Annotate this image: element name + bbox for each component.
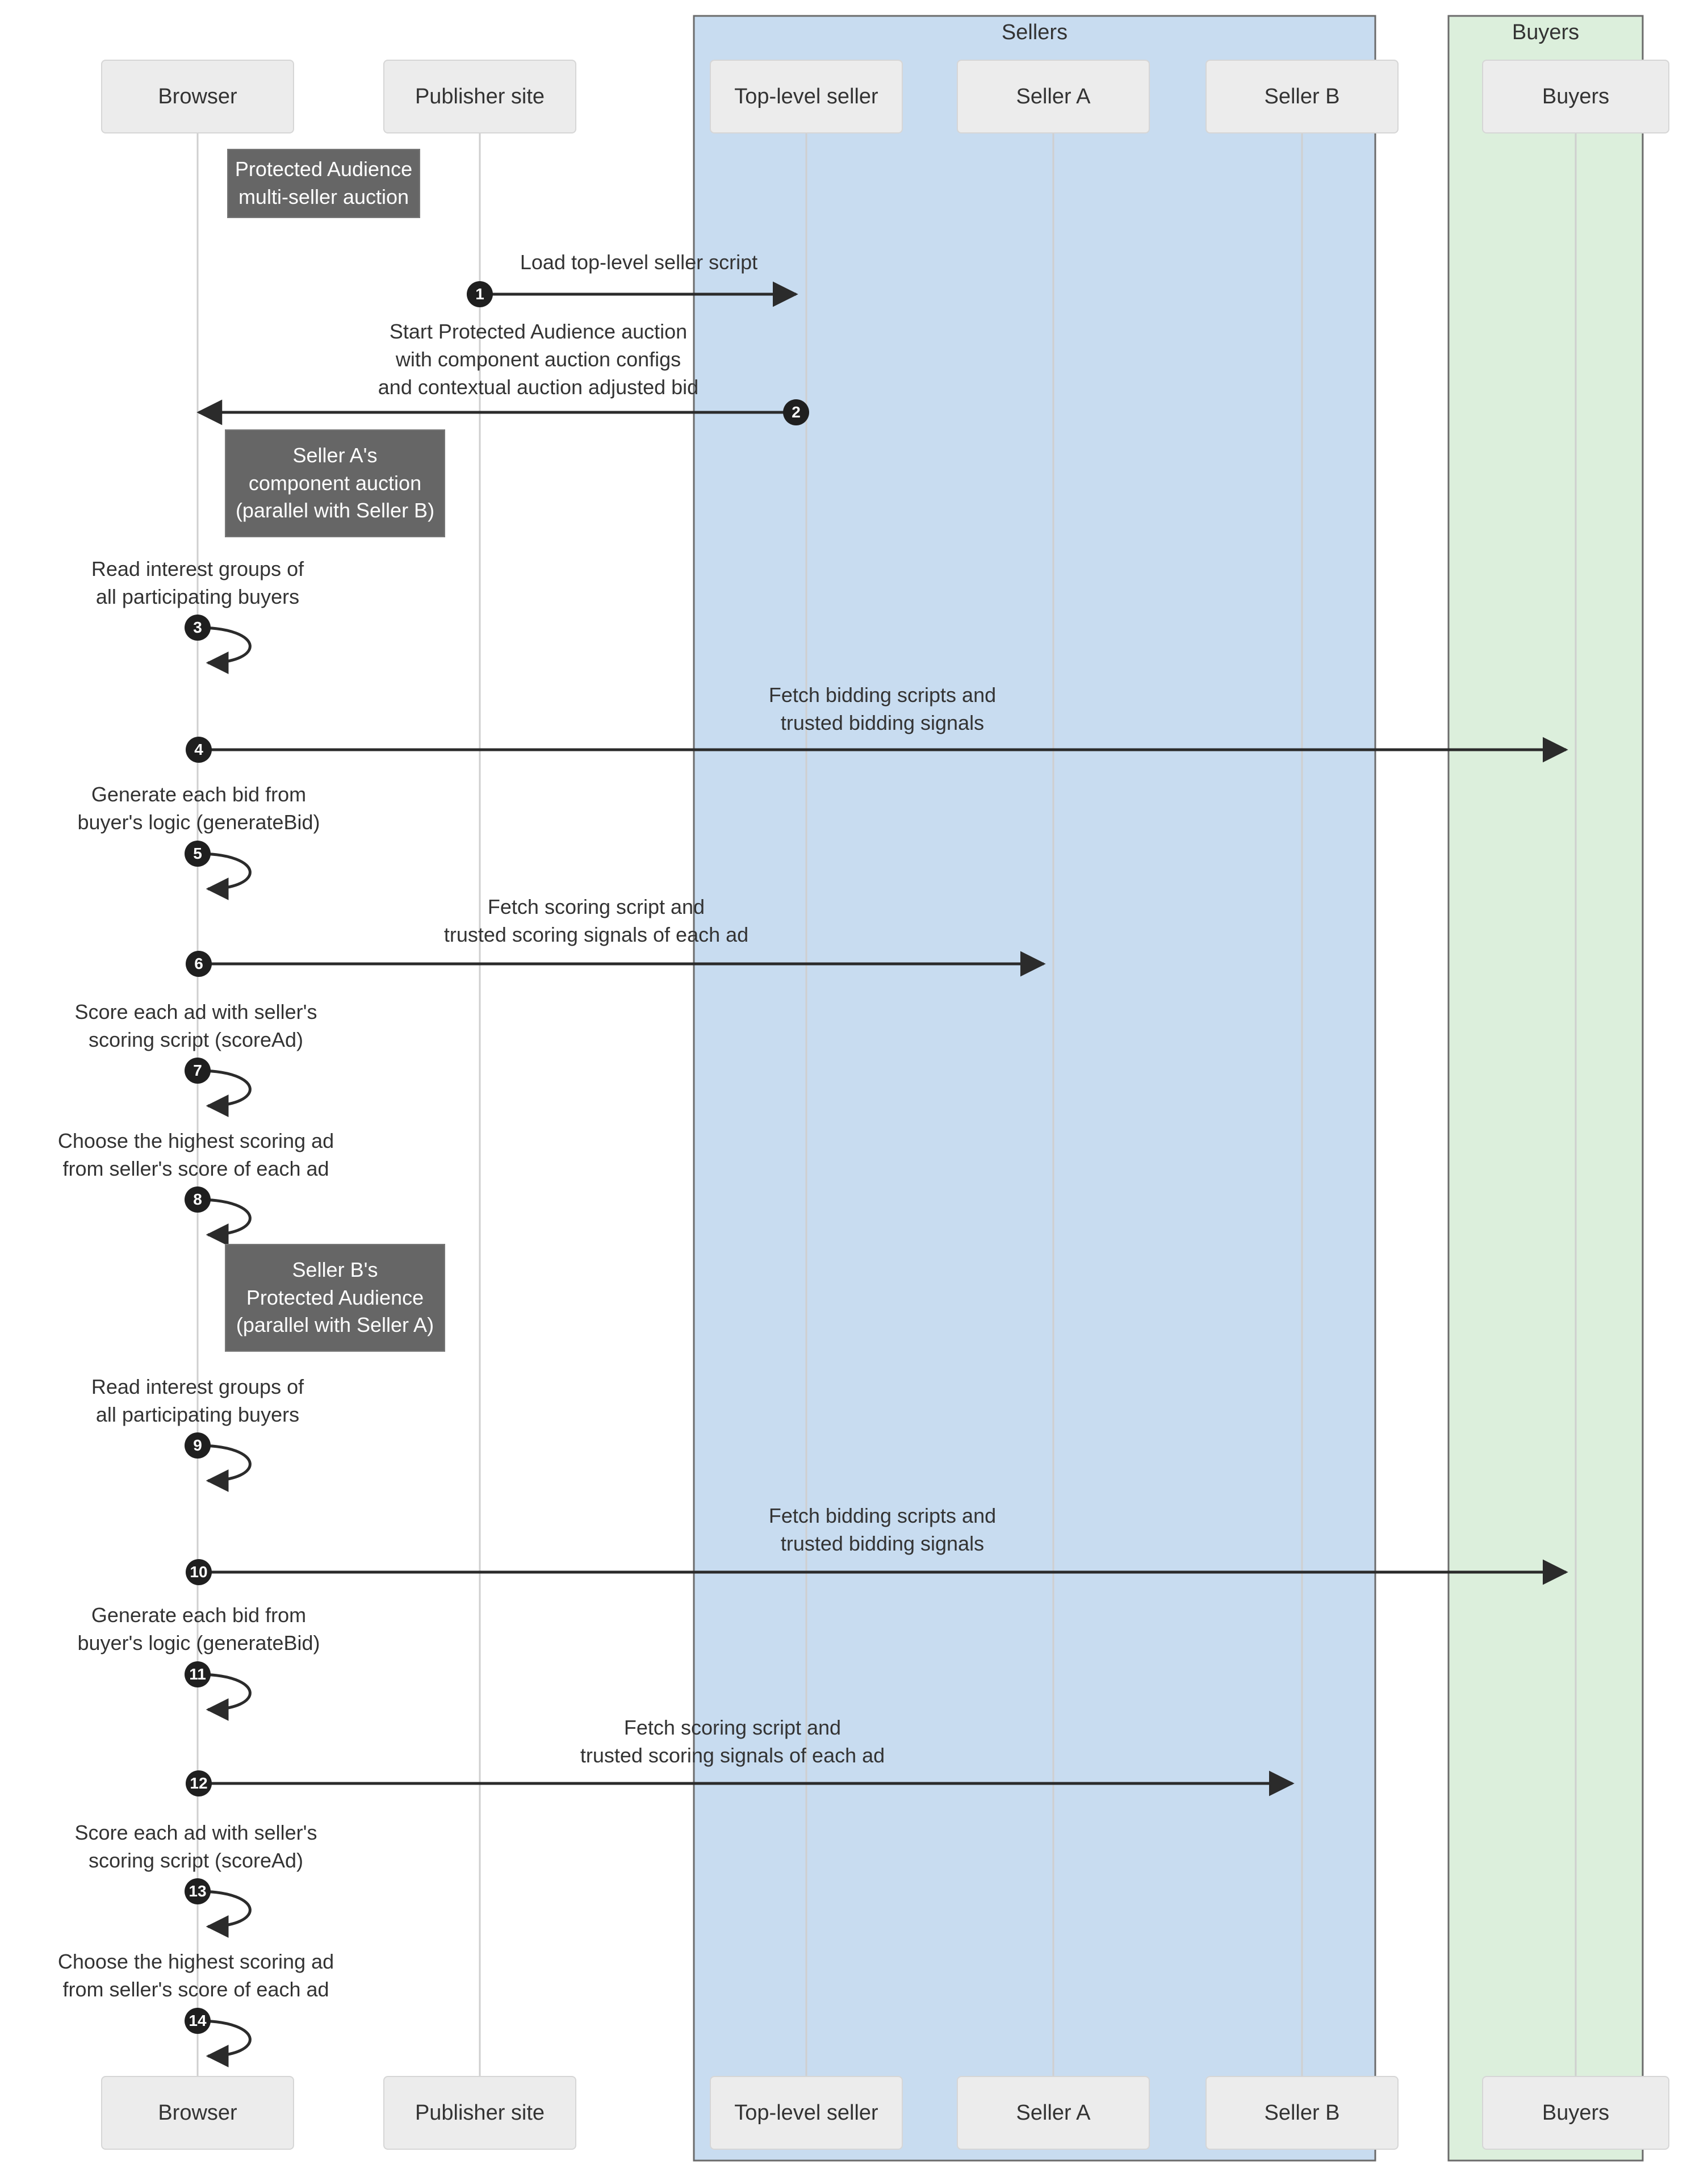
actor-label-sellerB: Seller B xyxy=(1264,2100,1340,2125)
note-line: (parallel with Seller A) xyxy=(236,1313,434,1337)
actor-box-sellerA-bottom[interactable]: Seller A xyxy=(957,2076,1150,2150)
sequence-number-1: 1 xyxy=(467,281,493,307)
lifelines xyxy=(196,133,1577,2076)
note-line: Protected Audience xyxy=(235,157,413,181)
self-message-loop-11 xyxy=(197,1673,252,1721)
actor-label-browser: Browser xyxy=(158,84,237,108)
message-label-1: Load top-level seller script xyxy=(520,250,758,274)
message-label-14: Choose the highest scoring ad from selle… xyxy=(57,1950,334,2001)
sequence-number-8: 8 xyxy=(185,1186,211,1213)
sequence-number-10: 10 xyxy=(186,1559,212,1585)
message-label-10: Fetch bidding scripts and trusted biddin… xyxy=(768,1504,997,1555)
message-label-2: Start Protected Audience auction with co… xyxy=(378,320,699,399)
message-arrows xyxy=(196,281,1568,2067)
note-sellerA-auc: Seller A's component auction (parallel wit… xyxy=(225,429,445,537)
actor-box-sellerA-top[interactable]: Seller A xyxy=(957,60,1150,133)
message-label-13: Score each ad with seller's scoring scri… xyxy=(74,1821,317,1872)
message-label-12: Fetch scoring script and trusted scoring… xyxy=(580,1716,885,1767)
note-line: Protected Audience xyxy=(246,1285,424,1309)
message-label-5: Generate each bid from buyer's logic (ge… xyxy=(77,783,320,834)
sequence-number-7: 7 xyxy=(185,1058,211,1084)
message-label-6: Fetch scoring script and trusted scoring… xyxy=(443,895,749,946)
actor-label-buyers: Buyers xyxy=(1542,84,1610,108)
message-label-7: Score each ad with seller's scoring scri… xyxy=(74,1000,317,1051)
sequence-number-9: 9 xyxy=(185,1432,211,1459)
message-label-3: Read interest groups of all participatin… xyxy=(91,557,304,608)
note-line: component auction xyxy=(248,471,422,495)
group-rect-sellers xyxy=(693,15,1376,2162)
note-multiseller: Protected Audience multi-seller auction xyxy=(227,149,420,218)
actor-label-sellerA: Seller A xyxy=(1016,84,1091,108)
actor-box-publisher-bottom[interactable]: Publisher site xyxy=(383,2076,576,2150)
group-label-sellers: Sellers xyxy=(1001,20,1068,44)
actor-label-topseller: Top-level seller xyxy=(734,84,878,108)
actor-label-sellerA: Seller A xyxy=(1016,2100,1091,2125)
actor-label-topseller: Top-level seller xyxy=(734,2100,878,2125)
note-line: (parallel with Seller B) xyxy=(235,499,435,523)
actor-label-buyers: Buyers xyxy=(1542,2100,1610,2125)
actor-box-buyers-top[interactable]: Buyers xyxy=(1482,60,1669,133)
self-message-loop-8 xyxy=(197,1198,252,1246)
self-message-loop-7 xyxy=(197,1069,252,1117)
sequence-number-11: 11 xyxy=(185,1661,211,1687)
message-label-4: Fetch bidding scripts and trusted biddin… xyxy=(768,683,997,734)
actor-box-buyers-bottom[interactable]: Buyers xyxy=(1482,2076,1669,2150)
sequence-number-5: 5 xyxy=(185,841,211,867)
actor-label-publisher: Publisher site xyxy=(415,84,545,108)
actor-box-publisher-top[interactable]: Publisher site xyxy=(383,60,576,133)
self-message-loop-5 xyxy=(197,852,252,900)
self-message-loop-13 xyxy=(197,1890,252,1938)
message-label-8: Choose the highest scoring ad from selle… xyxy=(57,1129,334,1180)
sequence-number-4: 4 xyxy=(186,737,212,763)
actor-box-sellerB-top[interactable]: Seller B xyxy=(1205,60,1399,133)
note-line: Seller B's xyxy=(292,1257,378,1281)
sequence-number-13: 13 xyxy=(185,1878,211,1904)
actor-label-sellerB: Seller B xyxy=(1264,84,1340,108)
message-label-9: Read interest groups of all participatin… xyxy=(91,1375,304,1426)
sequence-number-12: 12 xyxy=(186,1770,212,1796)
group-rect-buyers xyxy=(1447,15,1644,2162)
actor-box-browser-top[interactable]: Browser xyxy=(101,60,294,133)
group-rects xyxy=(693,15,1644,2162)
sequence-number-3: 3 xyxy=(185,615,211,641)
actor-box-topseller-top[interactable]: Top-level seller xyxy=(710,60,903,133)
actor-box-sellerB-bottom[interactable]: Seller B xyxy=(1205,2076,1399,2150)
sequence-number-2: 2 xyxy=(783,399,809,425)
message-label-11: Generate each bid from buyer's logic (ge… xyxy=(77,1603,320,1654)
sequence-number-6: 6 xyxy=(186,951,212,977)
actor-box-topseller-bottom[interactable]: Top-level seller xyxy=(710,2076,903,2150)
self-message-loop-14 xyxy=(197,2019,252,2067)
actor-label-browser: Browser xyxy=(158,2100,237,2125)
actor-label-publisher: Publisher site xyxy=(415,2100,545,2125)
self-message-loop-9 xyxy=(197,1444,252,1492)
note-line: Seller A's xyxy=(292,443,378,467)
group-label-buyers: Buyers xyxy=(1512,20,1580,44)
note-line: multi-seller auction xyxy=(238,185,409,208)
sequence-number-14: 14 xyxy=(185,2008,211,2034)
actor-box-browser-bottom[interactable]: Browser xyxy=(101,2076,294,2150)
self-message-loop-3 xyxy=(197,626,252,674)
